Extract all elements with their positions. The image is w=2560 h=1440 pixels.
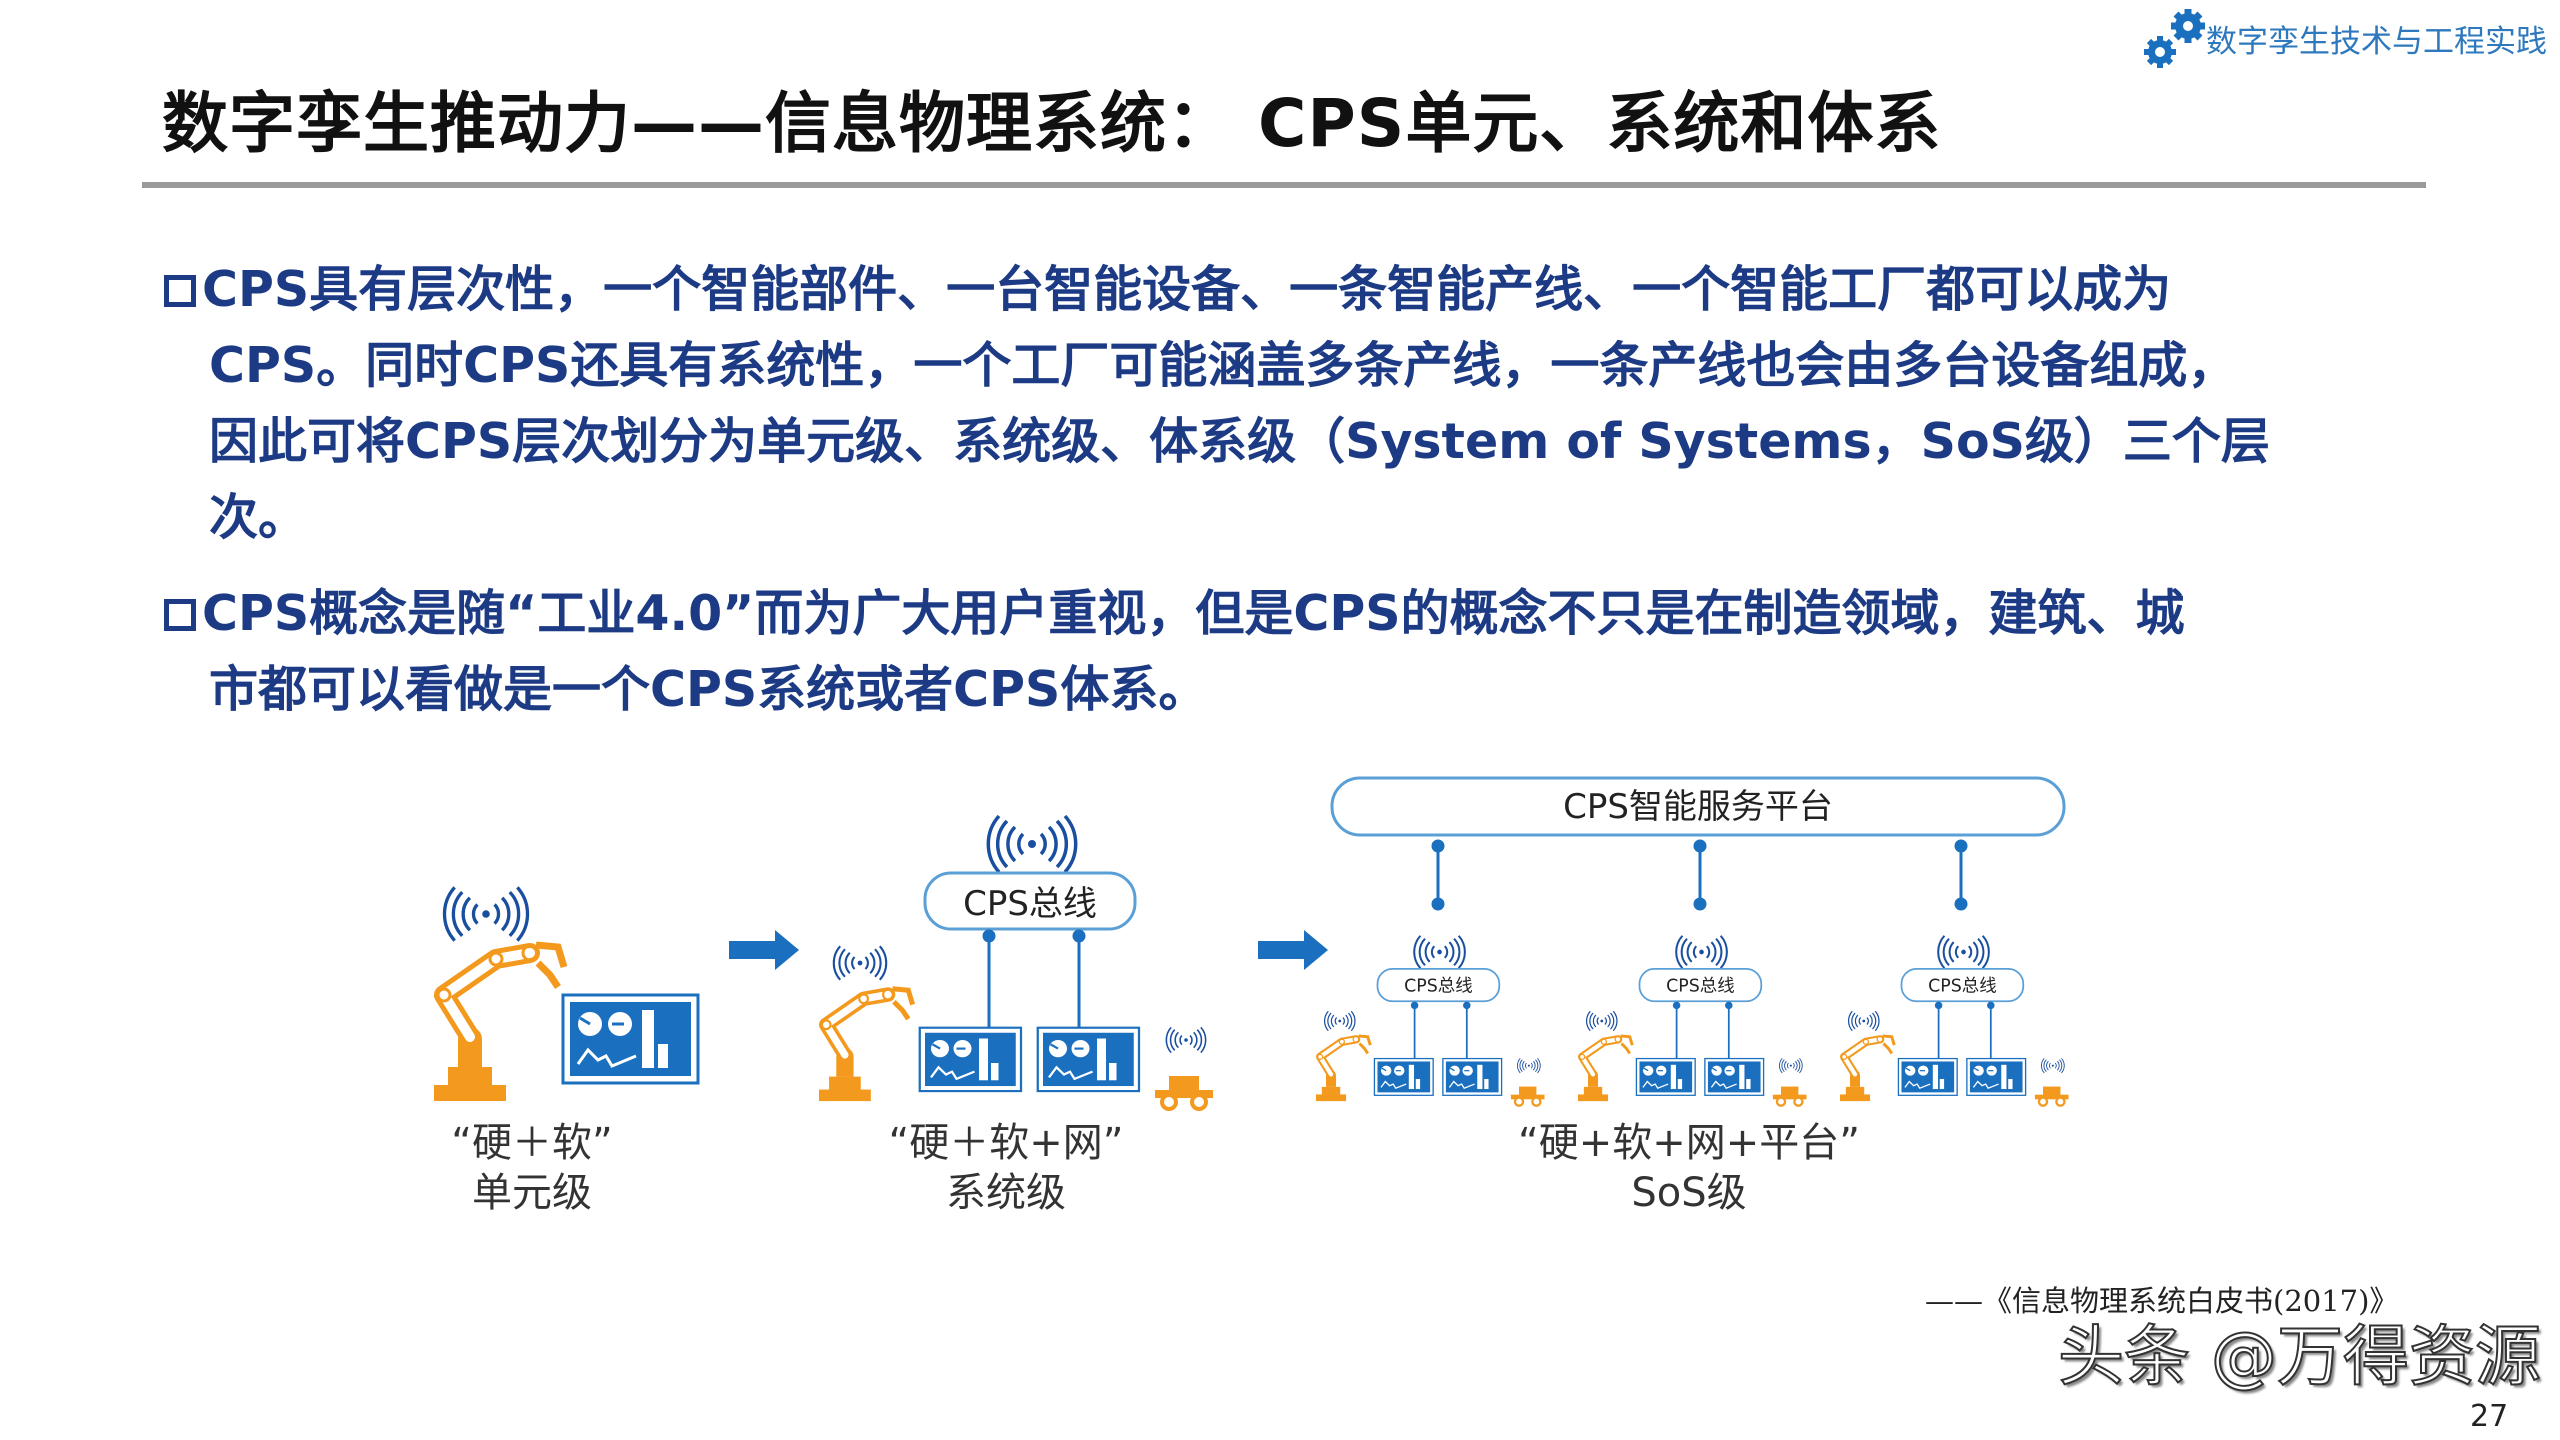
system-level-group: CPS总线 “硬＋软+网” 系统级 — [819, 816, 1213, 1216]
unit-formula: “硬＋软” — [451, 1120, 612, 1166]
bullet-line: 因此可将CPS层次划分为单元级、系统级、体系级（System of System… — [209, 413, 2270, 470]
platform-label: CPS智能服务平台 — [1563, 787, 1833, 827]
page-number: 27 — [2470, 1399, 2509, 1434]
brand-name: 数字孪生技术与工程实践 — [2206, 24, 2547, 60]
cps-system-icon: CPS总线 — [1316, 936, 1545, 1106]
sos-level-label: SoS级 — [1631, 1170, 1746, 1216]
square-bullet-icon — [164, 275, 196, 307]
cps-bus-label: CPS总线 — [963, 884, 1097, 924]
cps-system-icon: CPS总线 — [1578, 936, 1807, 1106]
unit-level-label: 单元级 — [472, 1170, 592, 1216]
monitor-icon — [561, 993, 700, 1085]
robot-arm-icon — [434, 945, 564, 1101]
citation: ——《信息物理系统白皮书(2017)》 — [1925, 1284, 2399, 1318]
cps-bus-label: CPS总线 — [1404, 976, 1472, 996]
page-title: 数字孪生推动力——信息物理系统： CPS单元、系统和体系 — [162, 85, 1942, 162]
cps-bus-label: CPS总线 — [1666, 976, 1734, 996]
cps-system-icon — [819, 816, 1213, 1109]
square-bullet-icon — [164, 599, 196, 631]
bullet-paragraph: CPS具有层次性，一个智能部件、一台智能设备、一条智能产线、一个智能工厂都可以成… — [164, 252, 2414, 556]
bullet-line: CPS具有层次性，一个智能部件、一台智能设备、一条智能产线、一个智能工厂都可以成… — [164, 252, 2414, 328]
bullet-paragraph: CPS概念是随“工业4.0”而为广大用户重视，但是CPS的概念不只是在制造领域，… — [164, 576, 2414, 728]
watermark: 头条 @万得资源 — [2057, 1318, 2542, 1395]
system-formula: “硬＋软+网” — [889, 1120, 1124, 1166]
bullet-text: CPS具有层次性，一个智能部件、一台智能设备、一条智能产线、一个智能工厂都可以成… — [202, 261, 2172, 318]
title-divider — [142, 182, 2426, 188]
bullet-line: CPS概念是随“工业4.0”而为广大用户重视，但是CPS的概念不只是在制造领域，… — [164, 576, 2414, 652]
platform-connectors — [1431, 839, 1968, 911]
bullet-line: CPS。同时CPS还具有系统性，一个工厂可能涵盖多条产线，一条产线也会由多台设备… — [209, 337, 2237, 394]
sos-formula: “硬+软+网+平台” — [1518, 1120, 1860, 1166]
unit-level-group: “硬＋软” 单元级 — [434, 885, 700, 1216]
arrow-right-icon — [1258, 930, 1328, 970]
bullet-line: 次。 — [209, 489, 308, 546]
bullet-line: 市都可以看做是一个CPS系统或者CPS体系。 — [209, 661, 1208, 718]
wireless-icon — [442, 885, 530, 943]
cps-bus-label: CPS总线 — [1928, 976, 1996, 996]
platform-box — [1330, 776, 2066, 837]
arrow-right-icon — [729, 930, 799, 970]
gears-icon — [2144, 9, 2205, 68]
cps-system-icon: CPS总线 — [1840, 936, 2069, 1106]
system-level-label: 系统级 — [946, 1170, 1066, 1216]
bullet-text: CPS概念是随“工业4.0”而为广大用户重视，但是CPS的概念不只是在制造领域，… — [202, 585, 2185, 642]
sos-level-group: CPS智能服务平台 CPS总线 CPS总线 CPS总线 “硬+软+网+平台” S… — [1316, 776, 2069, 1216]
